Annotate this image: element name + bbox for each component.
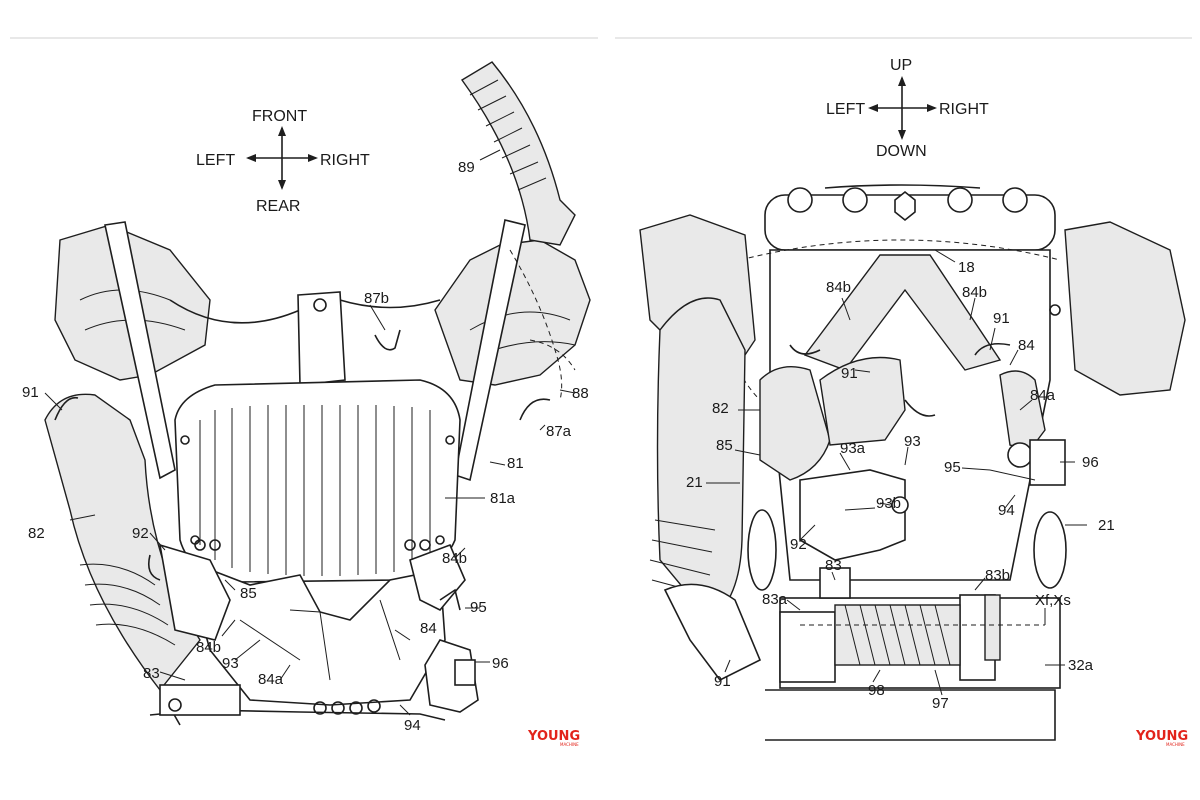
label-85-r: 85 [716,437,733,454]
label-83-r: 83 [825,557,842,574]
hose-right-84b [409,543,466,611]
pipe-82-front [656,297,746,621]
svg-text:YOUNG: YOUNG [1135,729,1188,744]
duct-21-left [747,509,777,591]
dir-up-label: UP [890,57,912,74]
label-89: 89 [458,159,475,176]
label-91: 91 [22,384,39,401]
direction-compass-left: FRONT REAR LEFT RIGHT [196,108,370,215]
label-94-r: 94 [998,502,1015,519]
publisher-logo-right: YOUNG MACHINE [1135,729,1188,747]
svg-text:MACHINE: MACHINE [560,742,579,747]
label-82: 82 [28,525,45,542]
label-91-upper: 91 [993,310,1010,327]
right-side-plate [454,219,526,482]
label-83a: 83a [762,591,788,608]
label-96: 96 [492,655,509,672]
pipe-91-top [819,356,906,446]
manifold-84b [803,254,1002,371]
svg-text:MACHINE: MACHINE [1166,742,1185,747]
actuator-pivot-95 [1007,442,1033,468]
label-84b-r-right: 84b [962,284,987,301]
label-82-r: 82 [712,400,729,417]
direction-compass-right: UP DOWN LEFT RIGHT [826,57,989,160]
actuator-96 [424,639,479,713]
right-cowl-front [1064,221,1186,396]
publisher-logo-left: YOUNG MACHINE [527,729,580,747]
center-bracket [297,291,346,386]
dir-rear-label: REAR [256,198,300,215]
label-93: 93 [222,655,239,672]
label-84: 84 [420,620,437,637]
dir-left-label-right: LEFT [826,101,865,118]
label-84-r: 84 [1018,337,1035,354]
label-87a: 87a [546,423,572,440]
dir-down-label: DOWN [876,143,927,160]
bracket-93 [799,469,906,561]
label-97: 97 [932,695,949,712]
label-18: 18 [958,259,975,276]
airbox-fins [199,405,431,576]
label-96-r: 96 [1082,454,1099,471]
label-93b: 93b [876,495,901,512]
label-85: 85 [240,585,257,602]
leader-lines-right [706,249,1087,696]
label-93a: 93a [840,440,866,457]
label-84b-left: 84b [196,639,221,656]
label-84b-right: 84b [442,550,467,567]
label-21-right: 21 [1098,517,1115,534]
left-panel-drawing: FRONT REAR LEFT RIGHT [22,61,591,747]
hose-left-84b [158,543,231,641]
label-91-mid: 91 [841,365,858,382]
label-98: 98 [868,682,885,699]
label-94: 94 [404,717,421,734]
airbox-cover-81a [174,379,461,583]
label-83: 83 [143,665,160,682]
label-91-lower: 91 [714,673,731,690]
dir-right-label-right: RIGHT [939,101,989,118]
screw-threads [844,604,951,666]
label-92-r: 92 [790,536,807,553]
label-88: 88 [572,385,589,402]
dir-left-label: LEFT [196,152,235,169]
leader-lines-left [44,149,576,716]
actuator-96-front [1029,439,1066,486]
dir-right-label: RIGHT [320,152,370,169]
label-95-r: 95 [944,459,961,476]
label-xf-xs: Xf,Xs [1035,592,1071,609]
dir-front-label: FRONT [252,108,307,125]
label-84a-r: 84a [1030,387,1056,404]
label-83b: 83b [985,567,1010,584]
label-32a: 32a [1068,657,1094,674]
flange-83a [779,611,836,683]
label-81: 81 [507,455,524,472]
pipe-82-lower [663,583,762,682]
label-87b: 87b [364,290,389,307]
label-92: 92 [132,525,149,542]
block-83 [819,567,851,599]
left-side-plate [104,221,176,480]
label-93-r: 93 [904,433,921,450]
svg-text:YOUNG: YOUNG [527,729,580,744]
label-84b-r-left: 84b [826,279,851,296]
right-panel-drawing: UP DOWN LEFT RIGHT [639,57,1188,747]
label-21-left: 21 [686,474,703,491]
duct-21-right [1033,511,1067,589]
intake-duct-89 [460,61,576,246]
label-95: 95 [470,599,487,616]
label-84a: 84a [258,671,284,688]
label-81a: 81a [490,490,516,507]
